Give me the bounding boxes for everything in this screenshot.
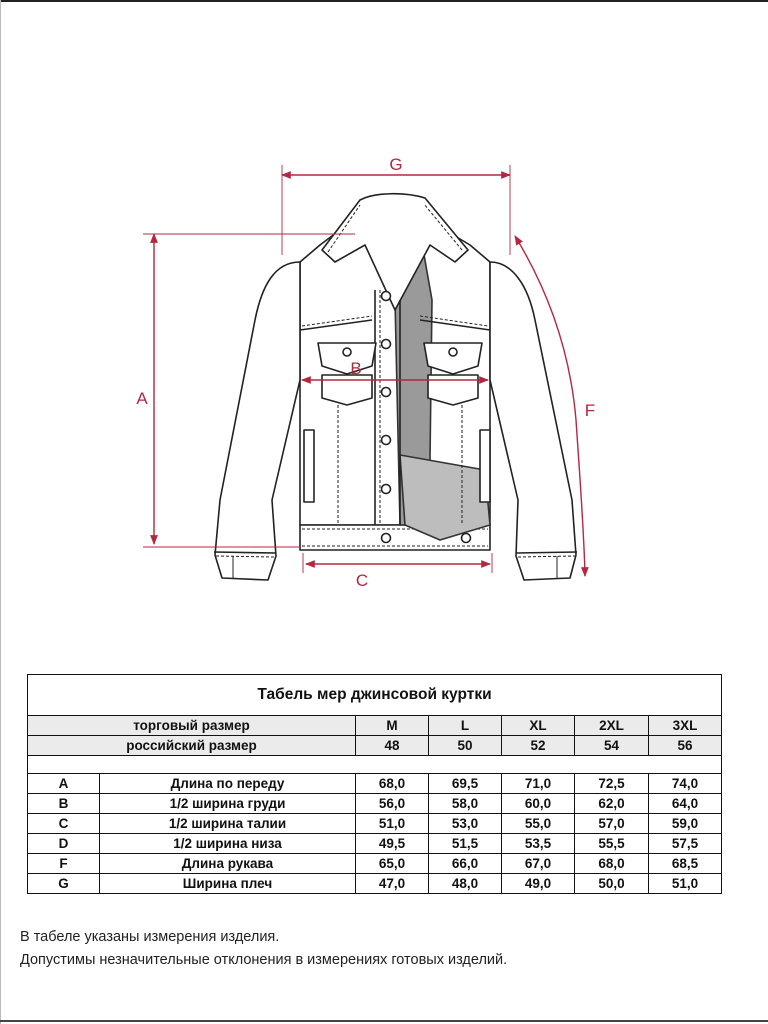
measure-value: 71,0 (501, 773, 575, 794)
russian-size-cell: 56 (647, 735, 723, 756)
size-cell: XL (501, 715, 575, 736)
jacket-diagram: G A B C F (136, 155, 595, 590)
measure-code: B (27, 793, 100, 814)
size-cell: M (355, 715, 429, 736)
measure-code: D (27, 833, 100, 854)
table-row: B 1/2 ширина груди 56,0 58,0 60,0 62,0 6… (27, 793, 723, 814)
jacket-drawing (213, 192, 578, 581)
measure-name: Ширина плеч (99, 873, 356, 894)
table-row: G Ширина плеч 47,0 48,0 49,0 50,0 51,0 (27, 873, 723, 894)
measure-value: 68,0 (355, 773, 429, 794)
measure-value: 49,0 (501, 873, 575, 894)
table-row: D 1/2 ширина низа 49,5 51,5 53,5 55,5 57… (27, 833, 723, 854)
measure-value: 69,5 (428, 773, 502, 794)
dimension-lines (143, 165, 589, 577)
table-title: Табель мер джинсовой куртки (26, 674, 723, 716)
dimension-labels: G A B C F (136, 155, 595, 590)
measure-value: 57,5 (647, 833, 723, 854)
size-cell: 3XL (647, 715, 723, 736)
russian-size-cell: 54 (574, 735, 649, 756)
label-f: F (585, 401, 595, 420)
measure-value: 56,0 (355, 793, 429, 814)
measure-value: 49,5 (355, 833, 429, 854)
label-g: G (389, 155, 402, 174)
trade-size-label: торговый размер (27, 715, 356, 736)
measure-code: F (27, 853, 100, 874)
measure-value: 68,0 (574, 853, 649, 874)
russian-size-cell: 50 (428, 735, 502, 756)
measure-value: 51,0 (647, 873, 723, 894)
measure-value: 66,0 (428, 853, 502, 874)
measure-name: 1/2 ширина низа (99, 833, 356, 854)
measure-value: 53,0 (428, 813, 502, 834)
measure-value: 67,0 (501, 853, 575, 874)
measure-value: 53,5 (501, 833, 575, 854)
size-table-wrapper: Табель мер джинсовой куртки торговый раз… (26, 674, 723, 894)
size-cell: 2XL (574, 715, 649, 736)
russian-size-row: российский размер 48 50 52 54 56 (27, 735, 723, 756)
label-a: A (136, 389, 148, 408)
measure-value: 48,0 (428, 873, 502, 894)
measure-value: 58,0 (428, 793, 502, 814)
note-line-1: В табеле указаны измерения изделия. (20, 929, 280, 945)
russian-size-cell: 48 (355, 735, 429, 756)
measure-value: 62,0 (574, 793, 649, 814)
measure-value: 60,0 (501, 793, 575, 814)
notes: В табеле указаны измерения изделия. Допу… (20, 926, 507, 972)
measure-name: 1/2 ширина талии (99, 813, 356, 834)
measure-code: A (27, 773, 100, 794)
measure-value: 51,5 (428, 833, 502, 854)
table-row: A Длина по переду 68,0 69,5 71,0 72,5 74… (27, 773, 723, 794)
size-cell: L (428, 715, 502, 736)
measure-value: 57,0 (574, 813, 649, 834)
measure-value: 59,0 (647, 813, 723, 834)
measure-code: G (27, 873, 100, 894)
measure-code: C (27, 813, 100, 834)
measure-value: 65,0 (355, 853, 429, 874)
measure-value: 72,5 (574, 773, 649, 794)
label-b: B (350, 359, 361, 378)
russian-size-label: российский размер (27, 735, 356, 756)
spacer-row (27, 755, 723, 774)
table-row: F Длина рукава 65,0 66,0 67,0 68,0 68,5 (27, 853, 723, 874)
measure-value: 68,5 (647, 853, 723, 874)
measure-value: 55,5 (574, 833, 649, 854)
table-row: C 1/2 ширина талии 51,0 53,0 55,0 57,0 5… (27, 813, 723, 834)
measure-value: 55,0 (501, 813, 575, 834)
label-c: C (356, 571, 368, 590)
measure-value: 74,0 (647, 773, 723, 794)
russian-size-cell: 52 (501, 735, 575, 756)
note-line-2: Допустимы незначительные отклонения в из… (20, 952, 508, 968)
size-table: Табель мер джинсовой куртки торговый раз… (26, 674, 723, 894)
measure-value: 47,0 (355, 873, 429, 894)
measure-name: Длина по переду (99, 773, 356, 794)
page-border-bottom (0, 1020, 768, 1022)
page-border-top (0, 0, 768, 2)
measure-name: Длина рукава (99, 853, 356, 874)
page-border-left (0, 0, 1, 1024)
trade-size-row: торговый размер M L XL 2XL 3XL (27, 715, 723, 736)
measure-value: 50,0 (574, 873, 649, 894)
measure-name: 1/2 ширина груди (99, 793, 356, 814)
measure-value: 64,0 (647, 793, 723, 814)
measure-value: 51,0 (355, 813, 429, 834)
